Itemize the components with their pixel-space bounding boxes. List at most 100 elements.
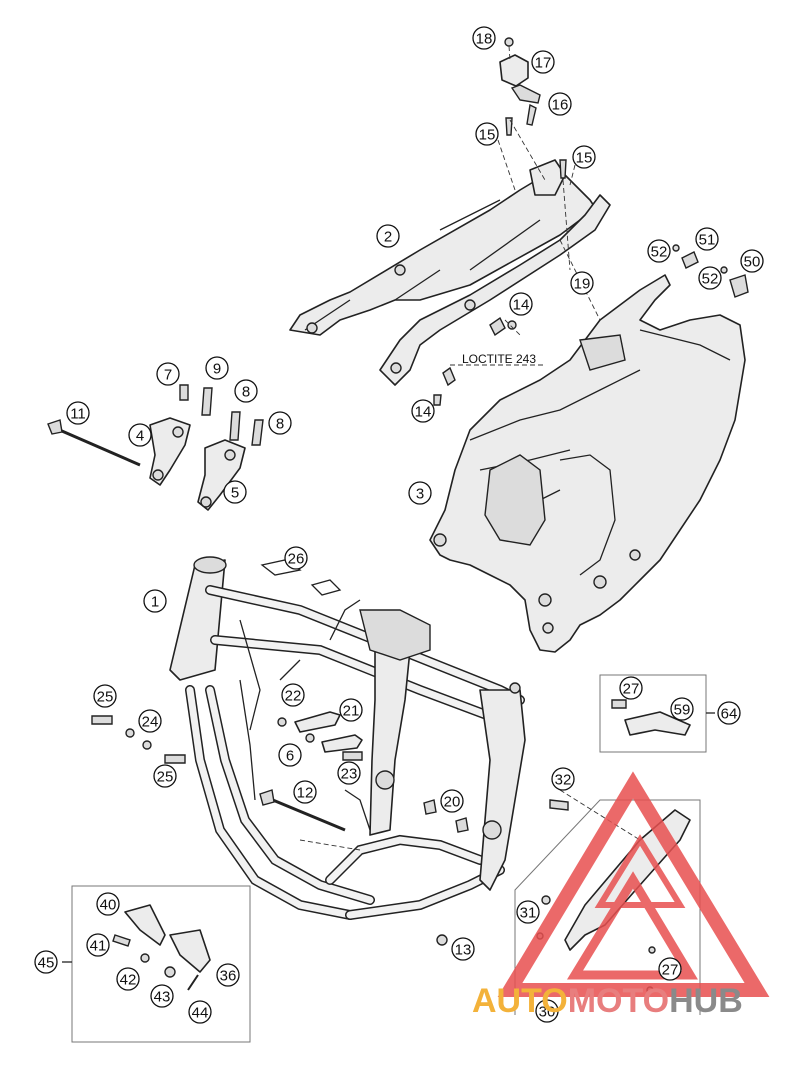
- callout-25: 25: [153, 764, 177, 788]
- callout-32: 32: [551, 767, 575, 791]
- callout-circle: [278, 743, 302, 767]
- callout-14: 14: [509, 292, 533, 316]
- callout-number: 6: [286, 748, 294, 765]
- callout-circle: [670, 697, 694, 721]
- callout-number: 30: [539, 1004, 556, 1021]
- callout-30: 30: [535, 999, 559, 1023]
- callout-number: 52: [651, 244, 668, 261]
- callout-36: 36: [216, 963, 240, 987]
- callout-59: 59: [670, 697, 694, 721]
- callout-number: 27: [662, 962, 679, 979]
- callout-circle: [188, 1000, 212, 1024]
- footpegs: [112, 904, 211, 991]
- callout-number: 3: [416, 486, 424, 503]
- callout-27: 27: [658, 957, 682, 981]
- callout-number: 25: [97, 689, 114, 706]
- callout-52: 52: [698, 266, 722, 290]
- callout-circle: [116, 967, 140, 991]
- callout-number: 44: [192, 1005, 209, 1022]
- callout-1: 1: [143, 589, 167, 613]
- watermark-auto: AUTO: [472, 982, 568, 1020]
- callout-circle: [284, 546, 308, 570]
- callout-12: 12: [293, 780, 317, 804]
- callout-number: 7: [164, 367, 172, 384]
- callout-circle: [223, 480, 247, 504]
- callout-24: 24: [138, 709, 162, 733]
- box-32: [514, 799, 701, 1015]
- watermark-hub: HUB: [669, 982, 743, 1020]
- callout-circle: [128, 423, 152, 447]
- callout-layer: 1234567889111213141415151617181920212223…: [34, 26, 764, 1024]
- callout-2: 2: [376, 224, 400, 248]
- callout-19: 19: [570, 271, 594, 295]
- callout-circle: [96, 892, 120, 916]
- watermark-shape: [497, 771, 770, 997]
- callout-3: 3: [408, 481, 432, 505]
- callout-circle: [475, 122, 499, 146]
- callout-circle: [551, 767, 575, 791]
- callout-52: 52: [647, 239, 671, 263]
- callout-9: 9: [205, 356, 229, 380]
- callout-circle: [34, 950, 58, 974]
- watermark-triangle: [497, 771, 770, 997]
- callout-circle: [451, 937, 475, 961]
- callout-number: 18: [476, 31, 493, 48]
- airbox-fender: [429, 239, 746, 653]
- callout-number: 19: [574, 276, 591, 293]
- callout-number: 51: [699, 232, 716, 249]
- callout-circle: [572, 145, 596, 169]
- callout-number: 24: [142, 714, 159, 731]
- callout-18: 18: [472, 26, 496, 50]
- callout-circle: [268, 411, 292, 435]
- callout-number: 50: [744, 254, 761, 271]
- callout-16: 16: [548, 92, 572, 116]
- callout-number: 64: [721, 706, 738, 723]
- callout-circle: [339, 698, 363, 722]
- callout-number: 40: [100, 897, 117, 914]
- callout-circle: [695, 227, 719, 251]
- callout-number: 25: [157, 769, 174, 786]
- callout-23: 23: [337, 761, 361, 785]
- callout-45: 45: [34, 950, 58, 974]
- callout-13: 13: [451, 937, 475, 961]
- callout-circle: [281, 683, 305, 707]
- callout-circle: [66, 401, 90, 425]
- main-frame: [169, 556, 526, 920]
- callout-number: 9: [213, 361, 221, 378]
- callout-number: 21: [343, 703, 360, 720]
- callout-number: 59: [674, 702, 691, 719]
- callout-circle: [216, 963, 240, 987]
- callout-circle: [376, 224, 400, 248]
- callout-circle: [548, 92, 572, 116]
- callout-number: 14: [513, 297, 530, 314]
- callout-64: 64: [717, 701, 741, 725]
- callout-25: 25: [93, 684, 117, 708]
- callout-circle: [472, 26, 496, 50]
- callout-number: 1: [151, 594, 159, 611]
- callout-circle: [153, 764, 177, 788]
- callout-5: 5: [223, 480, 247, 504]
- callout-circle: [509, 292, 533, 316]
- bolts-14: [433, 316, 517, 406]
- callout-circle: [717, 701, 741, 725]
- callout-7: 7: [156, 362, 180, 386]
- clips-50-52: [672, 244, 749, 298]
- callout-number: 14: [415, 404, 432, 421]
- callout-circle: [205, 356, 229, 380]
- callout-43: 43: [150, 984, 174, 1008]
- callout-circle: [293, 780, 317, 804]
- callout-51: 51: [695, 227, 719, 251]
- callout-circle: [516, 900, 540, 924]
- callout-31: 31: [516, 900, 540, 924]
- callout-circle: [138, 709, 162, 733]
- callout-41: 41: [86, 933, 110, 957]
- callout-number: 45: [38, 955, 55, 972]
- callout-number: 26: [288, 551, 305, 568]
- callout-22: 22: [281, 683, 305, 707]
- watermark-text: AUTOMOTOHUB: [472, 982, 743, 1020]
- callout-number: 5: [231, 485, 239, 502]
- links-21-22: [277, 711, 363, 761]
- callout-number: 22: [285, 688, 302, 705]
- callout-number: 20: [444, 794, 461, 811]
